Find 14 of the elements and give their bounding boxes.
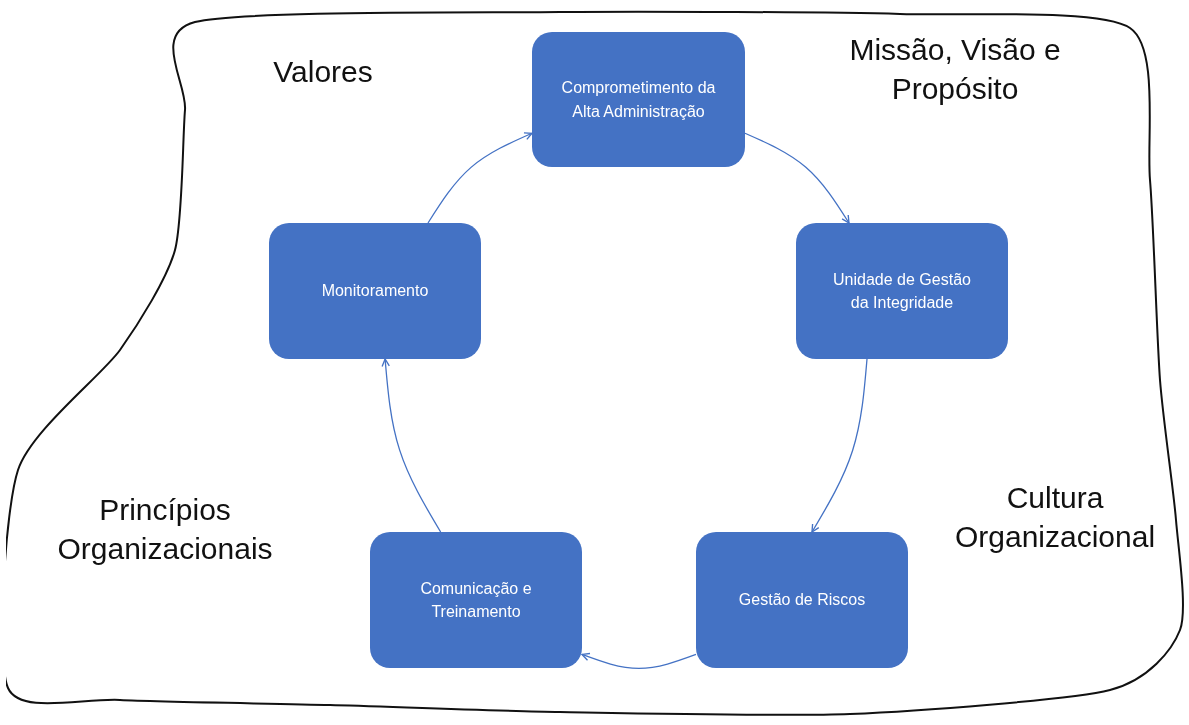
- arrow: [581, 652, 697, 670]
- region-label: Valores: [272, 54, 374, 90]
- region-label: Cultura Organizacional: [953, 480, 1157, 555]
- process-box: Unidade de Gestão da Integridade: [796, 223, 1008, 359]
- arrow: [811, 358, 868, 533]
- process-box: Comprometimento da Alta Administração: [532, 32, 745, 167]
- process-box: Monitoramento: [269, 223, 481, 359]
- arrow: [744, 132, 850, 224]
- process-box: Comunicação e Treinamento: [370, 532, 582, 668]
- arrow: [381, 358, 442, 533]
- region-label: Missão, Visão e Propósito: [848, 32, 1062, 107]
- process-box: Gestão de Riscos: [696, 532, 908, 668]
- arrow: [427, 132, 533, 224]
- region-label: Princípios Organizacionais: [56, 492, 274, 567]
